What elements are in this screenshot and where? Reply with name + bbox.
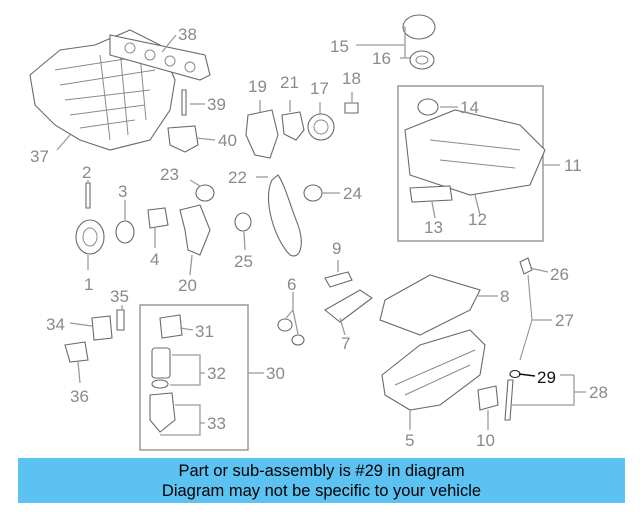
valve-cover-group-box (397, 85, 544, 242)
banner-line-disclaimer: Diagram may not be specific to your vehi… (161, 482, 482, 500)
part-number-22: 22 (228, 168, 247, 187)
part-number-10: 10 (476, 431, 495, 450)
timing-cover-19-drawing (245, 109, 279, 159)
sprocket-17-drawing (307, 113, 335, 141)
part-number-39: 39 (207, 95, 226, 114)
part-number-34: 34 (46, 315, 65, 334)
part-4-drawing (147, 207, 169, 229)
part-number-18: 18 (342, 69, 361, 88)
tensioner-21-drawing (281, 111, 305, 141)
part-number-2: 2 (82, 163, 91, 182)
seal-14-drawing (417, 98, 439, 116)
part-number-6: 6 (287, 275, 296, 294)
part-number-31: 31 (195, 322, 214, 341)
part-number-3: 3 (118, 182, 127, 201)
part-number-1: 1 (84, 275, 93, 294)
dipstick-handle-26-drawing (519, 257, 533, 275)
oil-filter-group-box (139, 304, 249, 451)
gasket-13-drawing (409, 185, 453, 203)
seal-23-drawing (195, 184, 215, 202)
pulley-1-drawing (75, 219, 105, 255)
part-number-21: 21 (280, 73, 299, 92)
leader-lines (56, 26, 586, 436)
part-number-33: 33 (207, 414, 226, 433)
part-6-drawing (277, 318, 293, 332)
housing-33-drawing (149, 392, 176, 433)
part-9-drawing (324, 271, 353, 288)
part-number-20: 20 (178, 276, 197, 295)
part-number-16: 16 (372, 49, 391, 68)
part-number-17: 17 (310, 79, 329, 98)
timing-belt-22-drawing (268, 174, 302, 257)
bracket-31-drawing (159, 314, 183, 339)
part-number-26: 26 (550, 265, 569, 284)
part-number-29: 29 (537, 368, 556, 387)
part-number-5: 5 (405, 431, 414, 450)
part-number-12: 12 (468, 210, 487, 229)
filter-32-drawing (151, 347, 171, 379)
part-number-37: 37 (30, 147, 49, 166)
part-number-13: 13 (424, 218, 443, 237)
part-3-drawing (115, 220, 135, 244)
part-number-9: 9 (332, 239, 341, 258)
part-number-4: 4 (150, 250, 159, 269)
baffle-7-drawing (324, 289, 373, 323)
part-number-27: 27 (555, 311, 574, 330)
part-number-11: 11 (564, 156, 582, 175)
valve-cover-12-drawing (404, 109, 546, 196)
drain-plug-10-drawing (477, 385, 499, 411)
bracket-20-drawing (179, 204, 211, 256)
part-number-23: 23 (160, 165, 179, 184)
bracket-36-drawing (64, 341, 89, 363)
idler-25-drawing (234, 212, 252, 232)
part-number-19: 19 (248, 77, 267, 96)
part-number-38: 38 (178, 25, 197, 44)
oil-pan-5-drawing (381, 329, 486, 411)
oil-pan-gasket-8-drawing (379, 274, 481, 336)
part-number-14: 14 (460, 98, 479, 117)
part-number-8: 8 (500, 287, 509, 306)
seal-6-drawing (291, 334, 305, 346)
part-number-28: 28 (589, 383, 608, 402)
part-number-7: 7 (341, 334, 350, 353)
part-number-36: 36 (70, 387, 89, 406)
mount-34-drawing (91, 315, 113, 341)
bolt-39-drawing (181, 89, 187, 116)
tube-28-drawing (504, 379, 514, 421)
part-number-30: 30 (266, 364, 285, 383)
seal-32-drawing (151, 379, 169, 389)
o-ring-29-drawing (509, 369, 521, 379)
banner-line-part: Part or sub-assembly is #29 in diagram (178, 462, 465, 480)
part-number-24: 24 (343, 184, 362, 203)
part-number-25: 25 (234, 252, 253, 271)
info-banner: Part or sub-assembly is #29 in diagram D… (18, 458, 625, 503)
part-35-drawing (116, 309, 125, 331)
seal-16-drawing (409, 50, 435, 70)
dipstick-27-drawing (519, 274, 533, 361)
oil-cap-15-drawing (402, 14, 436, 40)
sensor-40-drawing (167, 125, 199, 153)
part-number-35: 35 (110, 287, 129, 306)
part-number-32: 32 (207, 364, 226, 383)
clip-18-drawing (344, 102, 359, 114)
bolt-2-drawing (85, 182, 91, 209)
idler-24-drawing (303, 184, 323, 202)
part-number-40: 40 (218, 131, 237, 150)
manifold-gasket-drawing (109, 34, 211, 81)
part-number-15: 15 (330, 37, 349, 56)
